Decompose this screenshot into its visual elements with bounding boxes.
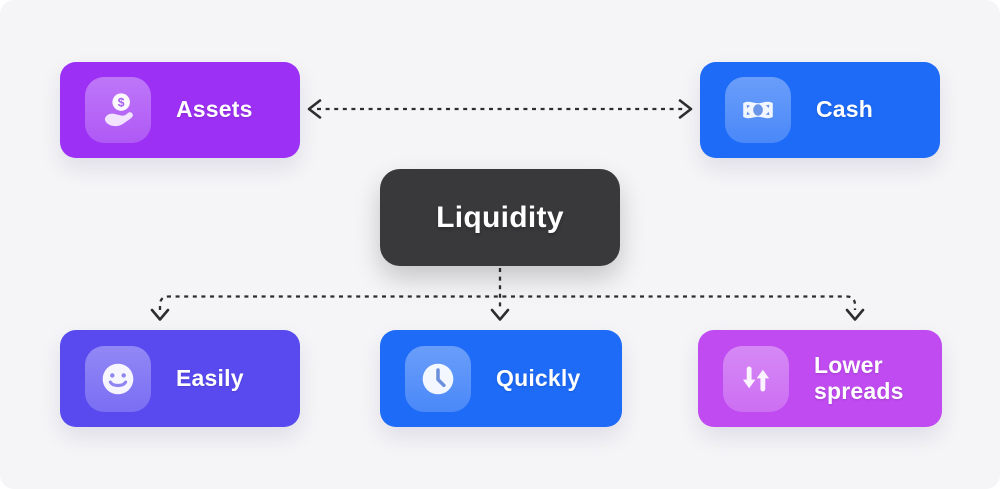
swap-vertical-arrows-icon bbox=[723, 345, 789, 412]
smiley-face-icon bbox=[85, 345, 151, 412]
hand-coin-icon: $ bbox=[85, 77, 151, 143]
node-lower-spreads-label: Lower spreads bbox=[814, 351, 904, 404]
node-liquidity: Liquidity bbox=[380, 169, 620, 266]
node-quickly: Quickly bbox=[380, 330, 622, 427]
node-quickly-label: Quickly bbox=[496, 364, 581, 391]
arrow-assets-cash bbox=[307, 99, 693, 119]
node-assets: $ Assets bbox=[60, 62, 300, 158]
clock-icon bbox=[405, 345, 471, 412]
node-assets-label: Assets bbox=[176, 96, 253, 123]
node-cash-label: Cash bbox=[816, 96, 874, 123]
arrow-liquidity-branches bbox=[150, 268, 865, 321]
node-lower-spreads: Lower spreads bbox=[698, 330, 942, 427]
svg-text:$: $ bbox=[118, 95, 125, 109]
liquidity-title: Liquidity bbox=[436, 200, 564, 234]
node-easily-label: Easily bbox=[176, 364, 244, 391]
node-cash: Cash bbox=[700, 62, 940, 158]
node-easily: Easily bbox=[60, 330, 300, 427]
banknote-icon bbox=[725, 77, 791, 143]
